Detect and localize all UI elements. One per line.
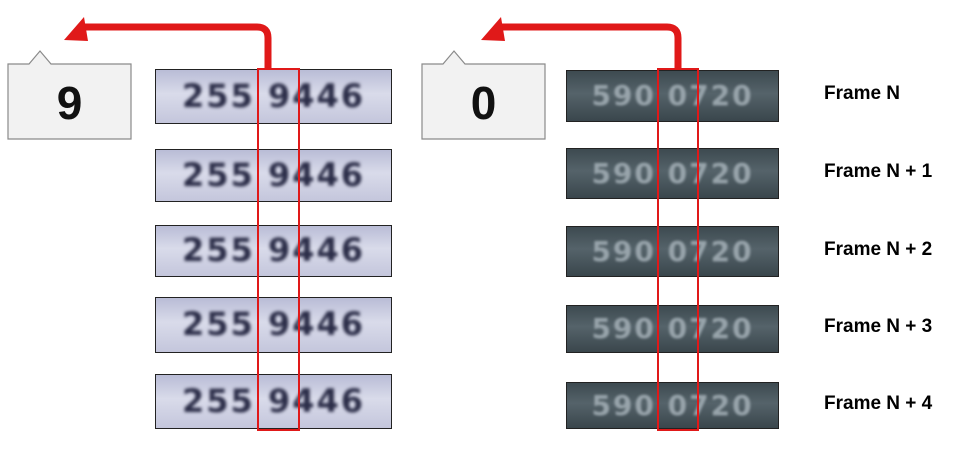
plate-text: 255 9446 xyxy=(182,76,365,115)
plate-text: 255 9446 xyxy=(182,381,365,420)
right-plate-frame-n-plus-3: 590 0720 xyxy=(566,305,779,353)
plate-text: 590 0720 xyxy=(591,388,754,422)
plate-text: 590 0720 xyxy=(591,156,754,190)
frame-label-n-plus-1: Frame N + 1 xyxy=(824,161,933,182)
frame-label-n: Frame N xyxy=(824,83,901,104)
right-plate-frame-n-plus-4: 590 0720 xyxy=(566,382,779,429)
right-plate-frame-n: 590 0720 xyxy=(566,70,779,122)
right-plate-frame-n-plus-1: 590 0720 xyxy=(566,148,779,199)
frame-label-n-plus-2: Frame N + 2 xyxy=(824,239,933,260)
left-prediction-callout: 9 xyxy=(7,48,132,140)
left-digit-highlight-box xyxy=(257,68,300,431)
left-arrow xyxy=(64,17,272,68)
right-predicted-digit: 0 xyxy=(470,77,497,129)
left-plate-frame-n-plus-3: 255 9446 xyxy=(155,297,392,353)
plate-text: 255 9446 xyxy=(182,305,365,344)
plate-text: 590 0720 xyxy=(591,78,754,112)
left-predicted-digit: 9 xyxy=(56,77,83,129)
plate-text: 255 9446 xyxy=(182,231,365,270)
left-plate-frame-n-plus-4: 255 9446 xyxy=(155,374,392,429)
plate-text: 590 0720 xyxy=(591,311,754,345)
plate-text: 590 0720 xyxy=(591,234,754,268)
right-arrow xyxy=(481,17,682,68)
frame-label-n-plus-3: Frame N + 3 xyxy=(824,316,933,337)
left-plate-frame-n-plus-1: 255 9446 xyxy=(155,149,392,202)
callout-shape xyxy=(421,50,546,140)
left-plate-frame-n: 255 9446 xyxy=(155,69,392,124)
right-plate-frame-n-plus-2: 590 0720 xyxy=(566,226,779,277)
right-prediction-callout: 0 xyxy=(421,48,546,140)
callout-shape xyxy=(7,50,132,140)
left-plate-frame-n-plus-2: 255 9446 xyxy=(155,225,392,277)
right-digit-highlight-box xyxy=(657,68,699,431)
frame-label-n-plus-4: Frame N + 4 xyxy=(824,393,933,414)
plate-text: 255 9446 xyxy=(182,155,365,194)
